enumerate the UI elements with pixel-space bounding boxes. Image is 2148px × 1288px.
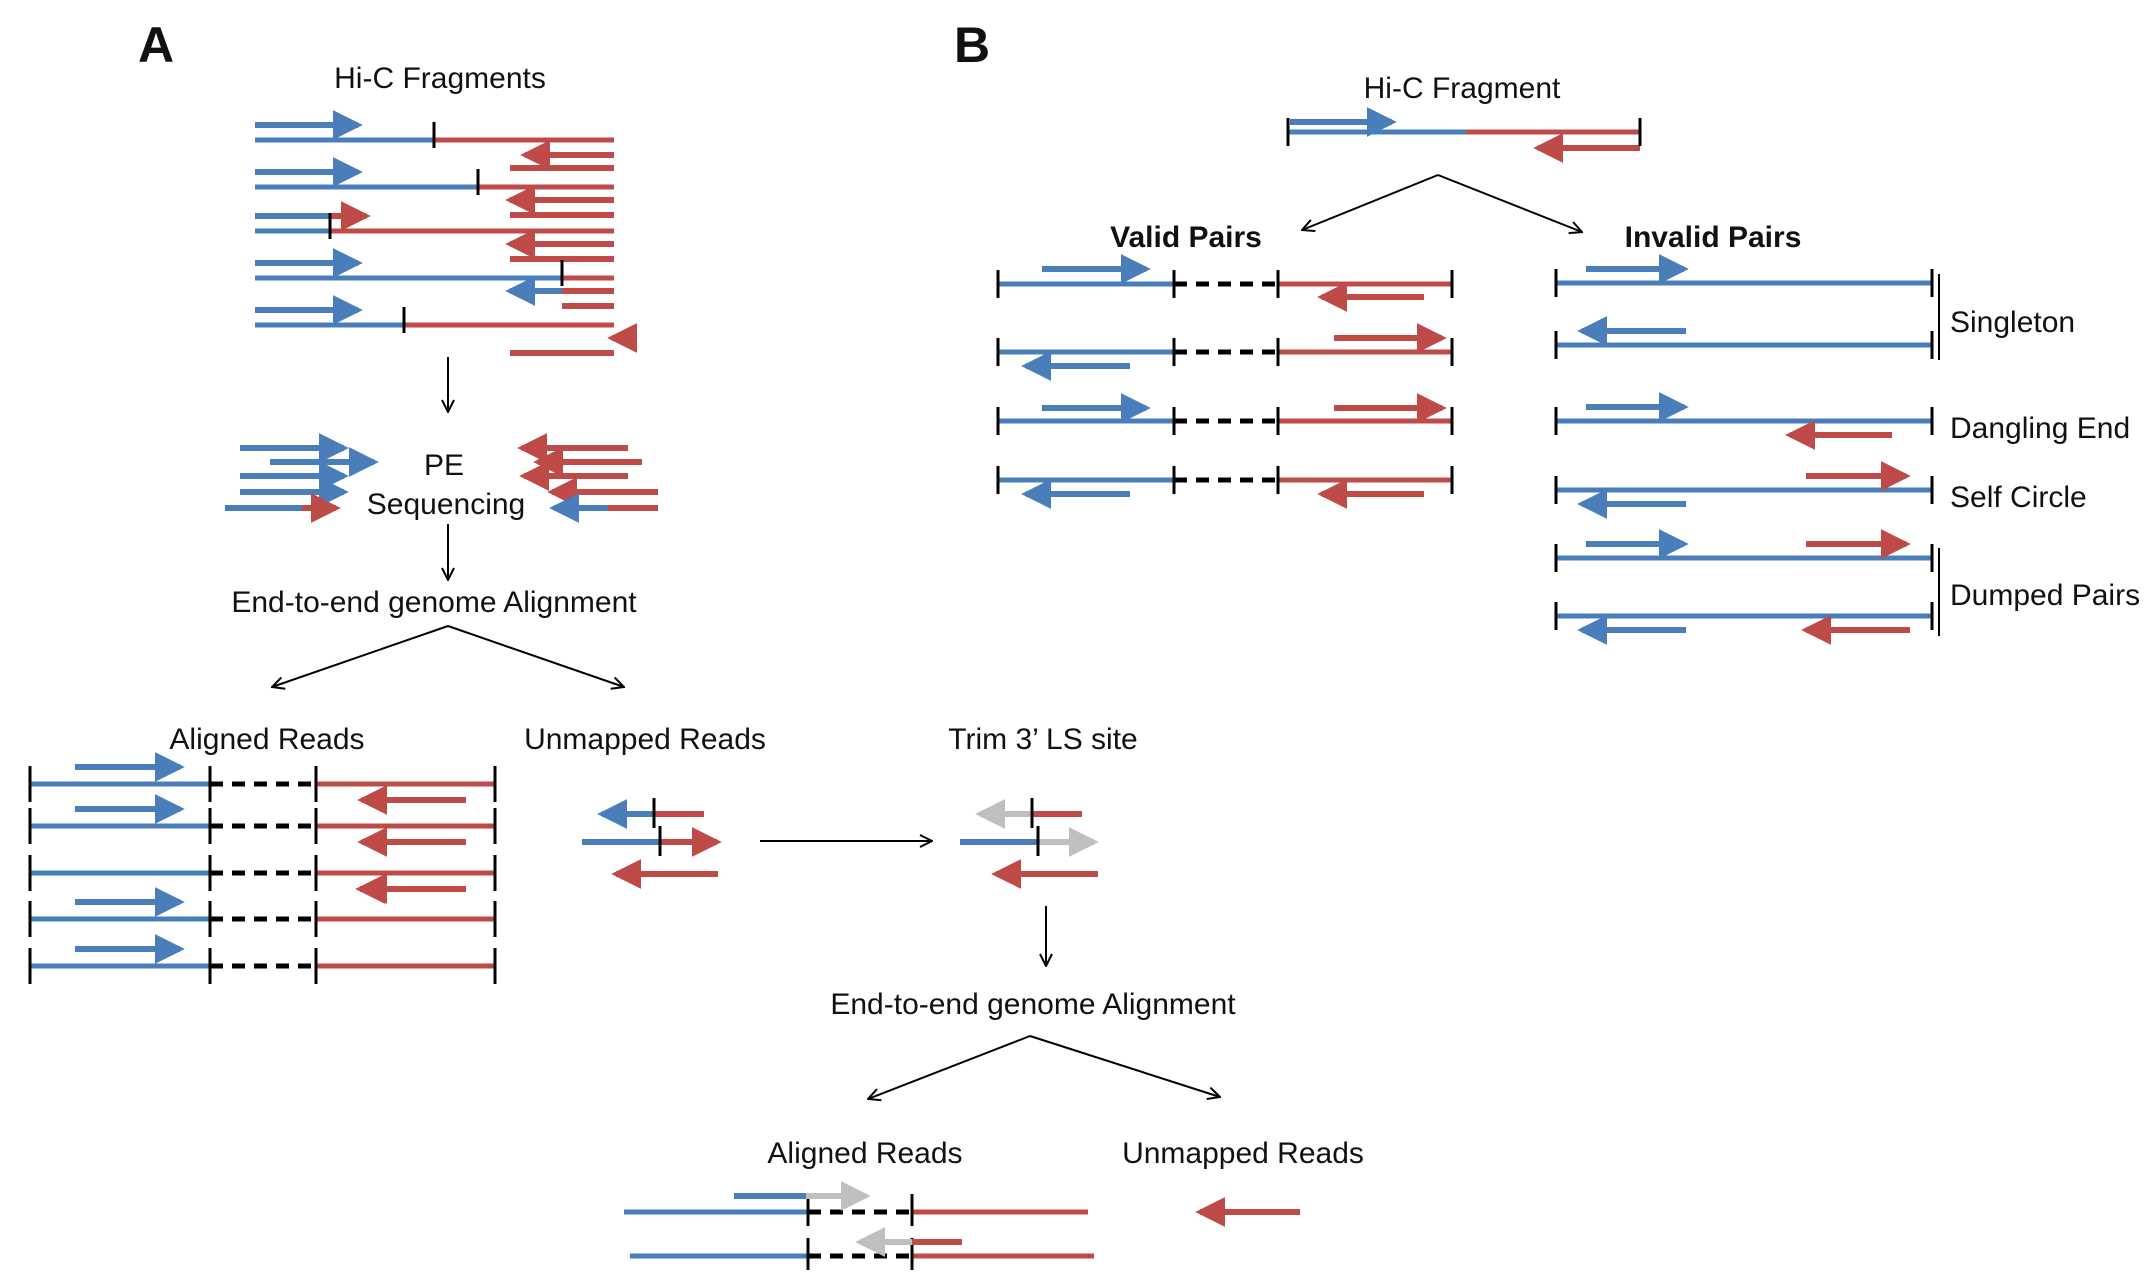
panel-a-letter: A — [138, 17, 174, 73]
pe-reads-right — [517, 433, 658, 523]
invalid-pairs-label: Invalid Pairs — [1625, 221, 1802, 254]
trim-ls-site-label: Trim 3’ LS site — [948, 723, 1137, 756]
branch-arrow-aligned-2 — [868, 1035, 1031, 1099]
unmapped-reads-label: Unmapped Reads — [524, 723, 766, 756]
trimmed-read-set — [960, 798, 1099, 889]
rescued-aligned-pairs — [624, 1181, 1094, 1270]
alignment-label-2: End-to-end genome Alignment — [830, 988, 1236, 1021]
dangling-end-label: Dangling End — [1950, 412, 2130, 445]
branch-arrow-invalid — [1437, 174, 1582, 232]
panel-b-letter: B — [954, 17, 990, 73]
singleton-label: Singleton — [1950, 306, 2075, 339]
hic-fragments-label: Hi-C Fragments — [334, 62, 546, 95]
hic-fragment-label: Hi-C Fragment — [1364, 72, 1561, 105]
branch-arrow-unmapped-2 — [1029, 1035, 1220, 1097]
pe-reads-left — [225, 433, 379, 523]
valid-pairs-label: Valid Pairs — [1110, 221, 1262, 254]
alignment-label-1: End-to-end genome Alignment — [231, 586, 637, 619]
hic-fragment-rows — [255, 110, 638, 356]
self-circle-label: Self Circle — [1950, 481, 2087, 514]
invalid-pair-rows — [1554, 254, 1934, 645]
single-hic-fragment — [1286, 107, 1642, 163]
dumped-pairs-label: Dumped Pairs — [1950, 579, 2140, 612]
aligned-read-pairs — [28, 752, 497, 984]
pe-sequencing-label-line2: Sequencing — [367, 488, 525, 521]
branch-arrow-unmapped — [447, 625, 624, 687]
unmapped-read-set — [582, 798, 722, 889]
branch-arrow-valid — [1302, 174, 1439, 230]
pe-sequencing-label-line1: PE — [424, 449, 464, 482]
aligned-reads-label-2: Aligned Reads — [767, 1137, 962, 1170]
branch-arrow-aligned — [272, 625, 449, 687]
unmapped-reads-label-2: Unmapped Reads — [1122, 1137, 1364, 1170]
aligned-reads-label: Aligned Reads — [169, 723, 364, 756]
valid-pair-rows — [996, 254, 1454, 509]
